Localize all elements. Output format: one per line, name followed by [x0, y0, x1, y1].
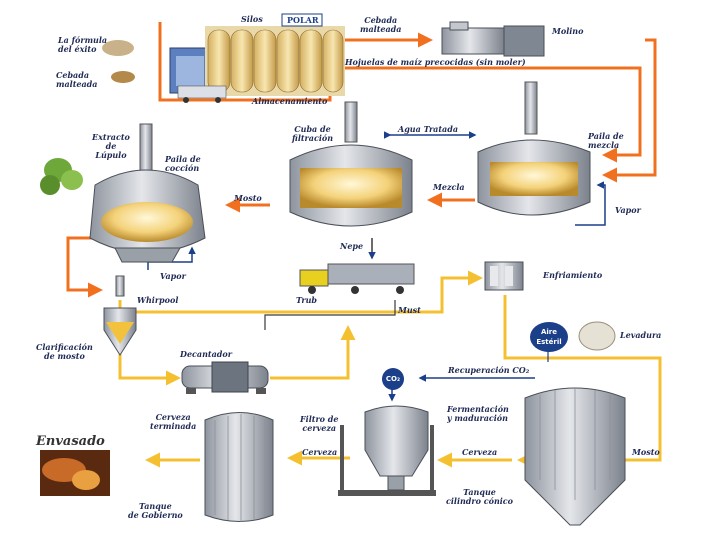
label-mosto-2: Mosto	[632, 447, 660, 457]
label-paila-coccion: Paila de cocción	[165, 154, 201, 173]
label-tanque-cilindro: Tanque cilindro cónico	[446, 487, 514, 506]
hops-image	[40, 158, 83, 195]
flow-line-yellow-decantador-up	[270, 325, 356, 380]
label-paila-mezcla: Paila de mezcla	[588, 131, 624, 150]
grain-pile-formula	[102, 40, 134, 56]
cuba-filtracion-tank	[289, 101, 413, 227]
label-cebada-malteada-top: Cebada malteada	[360, 15, 402, 34]
label-mosto-1: Mosto	[234, 193, 262, 203]
label-enfriamiento: Enfriamiento	[543, 270, 603, 280]
decantador-equipment	[181, 361, 269, 394]
label-nepe: Nepe	[340, 241, 364, 251]
flow-line-orange-molino-down	[602, 38, 657, 183]
paila-mezcla-tank	[477, 81, 591, 216]
label-cerveza-2: Cerveza	[462, 447, 498, 457]
label-envasado: Envasado	[36, 434, 105, 449]
label-mezcla: Mezcla	[433, 182, 465, 192]
label-trub: Trub	[296, 295, 317, 305]
label-cerveza-terminada: Cerveza terminada	[150, 412, 197, 431]
paila-coccion-tank	[89, 123, 206, 263]
label-filtro-cerveza: Filtro de cerveza	[300, 414, 339, 433]
tanque-cilindro-conico-tank	[524, 387, 626, 526]
label-must: Must	[398, 305, 421, 315]
truck-image	[299, 263, 415, 294]
label-fermentacion: Fermentación y maduración	[447, 404, 509, 423]
levadura-image	[578, 321, 616, 351]
filtro-cerveza-equipment	[338, 405, 436, 496]
label-clarificacion: Clarificación de mosto	[36, 342, 93, 361]
label-tanque-gobierno: Tanque de Gobierno	[128, 501, 183, 520]
co2-badge: CO₂	[382, 368, 404, 390]
flow-line-blue-vapor-right	[575, 181, 606, 226]
flow-line-orange-to-whirlpool	[66, 236, 103, 298]
envasado-photo	[40, 450, 110, 496]
aire-esteril-badge: Aire Estéril	[530, 322, 568, 352]
label-extracto-lupulo: Extracto de Lúpulo	[92, 132, 130, 160]
label-recuperacion-co2: Recuperación CO₂	[448, 365, 530, 375]
label-silos: Silos	[241, 14, 263, 24]
flow-line-yellow-to-decantador	[118, 345, 181, 386]
label-vapor-1: Vapor	[160, 271, 186, 281]
grain-pile-cebada	[111, 71, 135, 83]
label-vapor-2: Vapor	[615, 205, 641, 215]
tanque-gobierno-tank	[204, 412, 274, 522]
molino-mill	[441, 21, 545, 57]
label-agua-tratada: Agua Tratada	[398, 124, 459, 134]
silos-storage	[169, 13, 345, 103]
label-decantador: Decantador	[180, 349, 232, 359]
label-hojuelas: Hojuelas de maíz precocidas (sin moler)	[345, 57, 526, 67]
flow-line-orange-silos-loop	[158, 70, 332, 102]
label-cuba-filtracion: Cuba de filtración	[292, 124, 334, 143]
flow-line-trub	[264, 300, 396, 330]
label-formula-exito: La fórmula del éxito	[58, 35, 108, 54]
flow-line-orange-hojuelas	[340, 66, 642, 163]
enfriamiento-cooler	[484, 261, 524, 291]
label-almacenamiento: Almacenamiento	[252, 96, 328, 106]
label-whirlpool: Whirpool	[137, 295, 179, 305]
label-cerveza-1: Cerveza	[302, 447, 338, 457]
whirlpool-tank	[103, 275, 137, 356]
label-levadura: Levadura	[620, 330, 662, 340]
label-silo-brand: POLAR	[287, 15, 319, 25]
label-molino: Molino	[552, 26, 584, 36]
label-cebada-malteada-left: Cebada malteada	[56, 70, 98, 89]
